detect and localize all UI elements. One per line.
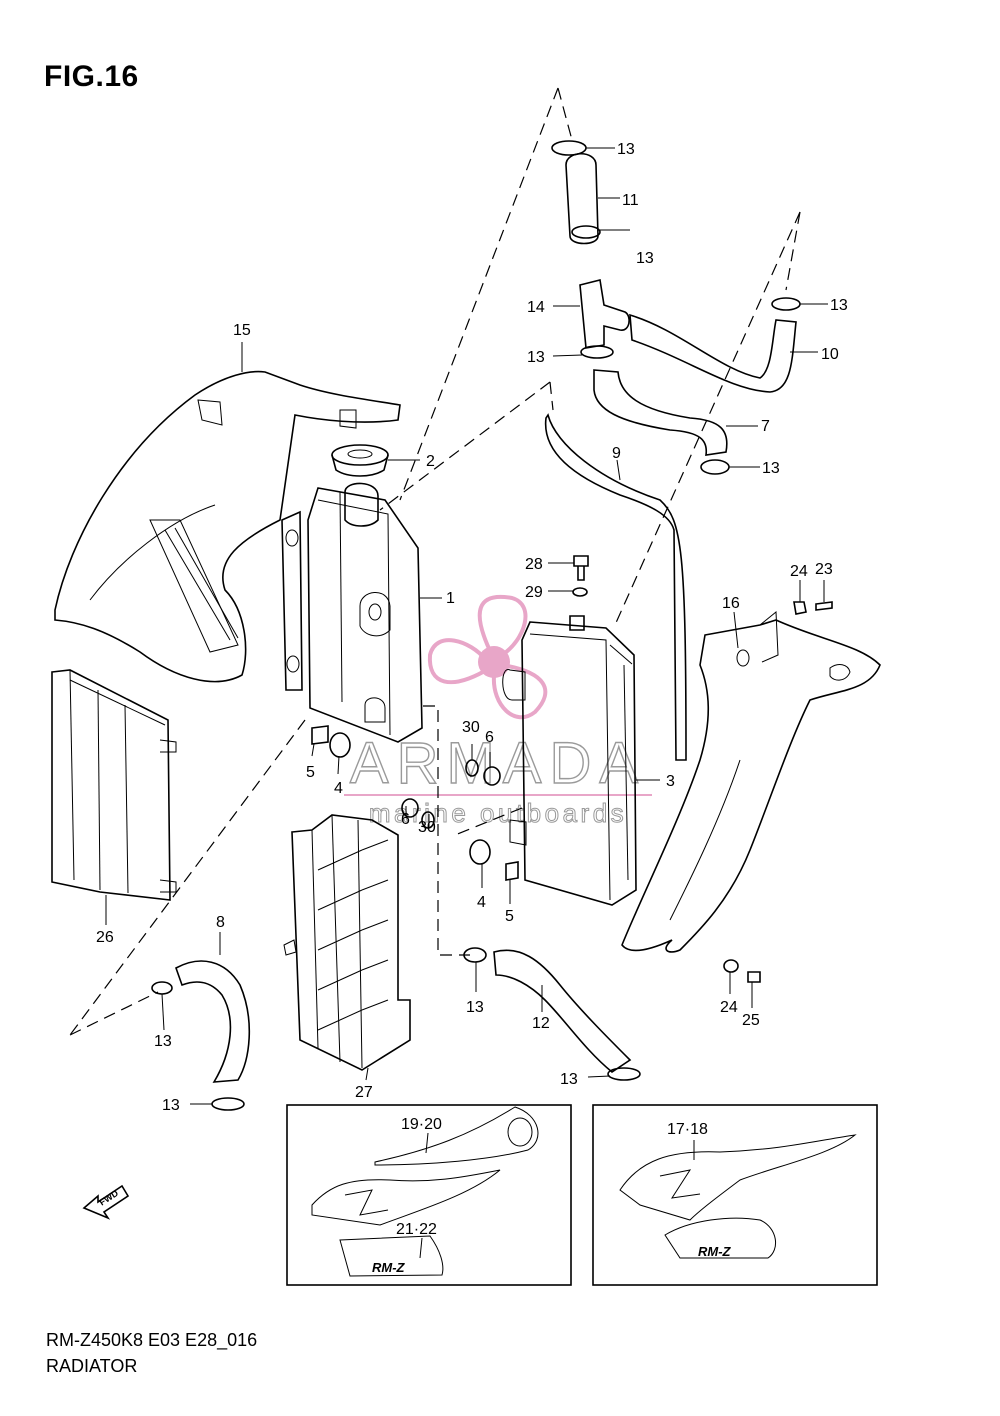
callout-13: 13 [466, 999, 484, 1016]
collar-5a [311, 725, 329, 745]
figure-title: FIG.16 [44, 60, 139, 93]
callout-15: 15 [233, 322, 251, 339]
collar-5b [505, 861, 519, 881]
diagram-code: RM-Z450K8 E03 E28_016 [46, 1330, 258, 1350]
callout-17-18: 17·18 [667, 1121, 708, 1138]
callout-7: 7 [761, 418, 770, 435]
propeller-logo-icon [427, 594, 548, 720]
callout-13: 13 [154, 1033, 172, 1050]
callout-19-20: 19·20 [401, 1116, 442, 1133]
callout-13: 13 [762, 460, 780, 477]
callout-11: 11 [622, 192, 639, 209]
watermark: ARMADA marine outboards [344, 594, 652, 829]
watermark-tagline: marine outboards [369, 798, 627, 828]
callout-12: 12 [532, 1015, 550, 1032]
callout-6: 6 [401, 811, 410, 828]
callout-13: 13 [617, 141, 635, 158]
forward-direction-arrow-icon: FWD [82, 1184, 130, 1220]
leader-lines [105, 147, 828, 1105]
callout-16: 16 [722, 595, 740, 612]
callout-27: 27 [355, 1084, 373, 1101]
callout-5: 5 [306, 764, 315, 781]
hose-7 [593, 369, 728, 456]
inset-tank-text-left: RM-Z [372, 1260, 406, 1275]
callout-13: 13 [560, 1071, 578, 1088]
callout-26: 26 [96, 929, 114, 946]
diagram-name: RADIATOR [46, 1356, 138, 1376]
callout-13: 13 [162, 1097, 180, 1114]
callout-4: 4 [477, 894, 486, 911]
nut-24b [723, 959, 739, 973]
callout-24: 24 [720, 999, 738, 1016]
grommet-6a [401, 798, 419, 818]
washer-30a [421, 811, 435, 829]
grommet-6b [483, 766, 501, 786]
callout-8: 8 [216, 914, 225, 931]
callout-13: 13 [636, 250, 654, 267]
radiator-cap [331, 444, 389, 477]
bolt-28 [573, 555, 589, 581]
callout-1: 1 [446, 590, 455, 607]
left-radiator [281, 482, 423, 743]
hose-12 [493, 949, 632, 1073]
grommet-4a [329, 732, 351, 758]
assembly-guide-lines [69, 87, 801, 1036]
hose-10 [629, 313, 797, 393]
left-radiator-shroud [54, 370, 401, 683]
hose-8 [175, 960, 251, 1083]
right-radiator-shroud [621, 610, 881, 953]
callout-9: 9 [612, 445, 621, 462]
callout-13: 13 [527, 349, 545, 366]
decal-inset-left: RM-Z [286, 1104, 572, 1286]
callout-25: 25 [742, 1012, 760, 1029]
callout-5: 5 [505, 908, 514, 925]
radiator-guard [283, 814, 411, 1071]
callout-24: 24 [790, 563, 808, 580]
hoses [175, 152, 797, 1083]
callout-10: 10 [821, 346, 839, 363]
fwd-label: FWD [97, 1188, 120, 1208]
callout-23: 23 [815, 561, 833, 578]
callout-29: 29 [525, 584, 543, 601]
callout-28: 28 [525, 556, 543, 573]
hose-11 [565, 152, 599, 245]
callout-14: 14 [527, 299, 545, 316]
callout-30: 30 [462, 719, 480, 736]
callout-21-22: 21·22 [396, 1221, 437, 1238]
decal-inset-right: RM-Z [592, 1104, 878, 1286]
hose-14-tee [579, 279, 630, 349]
hose-9 [544, 413, 687, 761]
nut-24 [793, 601, 807, 615]
callout-30: 30 [418, 819, 436, 836]
bolt-25 [747, 971, 761, 983]
bolt-23 [815, 601, 833, 611]
callout-2: 2 [426, 453, 435, 470]
grommet-4b [469, 839, 491, 865]
callout-4: 4 [334, 780, 343, 797]
left-louver-guard [51, 669, 177, 901]
callout-6: 6 [485, 729, 494, 746]
washer-29 [572, 587, 588, 597]
callout-13: 13 [830, 297, 848, 314]
inset-tank-text-right: RM-Z [698, 1244, 732, 1259]
callout-3: 3 [666, 773, 675, 790]
right-radiator [502, 615, 637, 906]
callout-labels: 13 11 13 14 13 13 10 7 13 9 15 2 1 28 29… [96, 141, 848, 1238]
